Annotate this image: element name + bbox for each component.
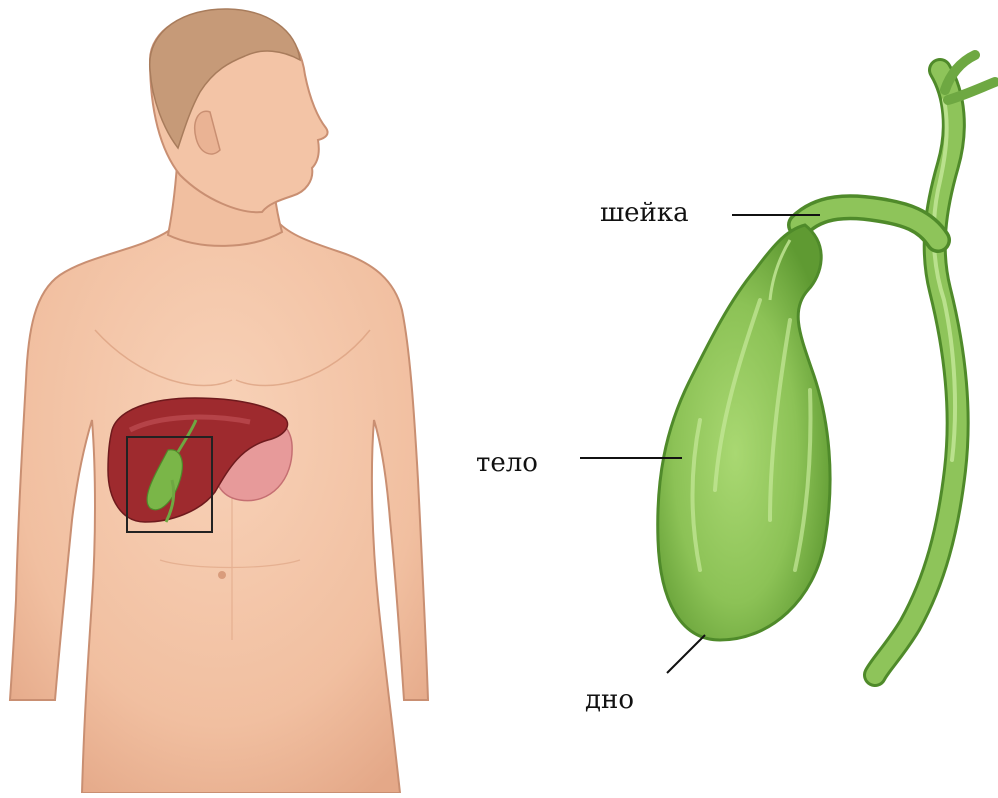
gallbladder-illustration (658, 55, 995, 675)
label-fundus: дно (585, 687, 634, 713)
label-body: тело (476, 450, 538, 476)
leader-line-fundus (667, 635, 705, 673)
navel (218, 571, 226, 579)
label-neck: шейка (600, 200, 689, 226)
gallbladder-sac (658, 225, 830, 640)
human-figure (10, 9, 428, 793)
